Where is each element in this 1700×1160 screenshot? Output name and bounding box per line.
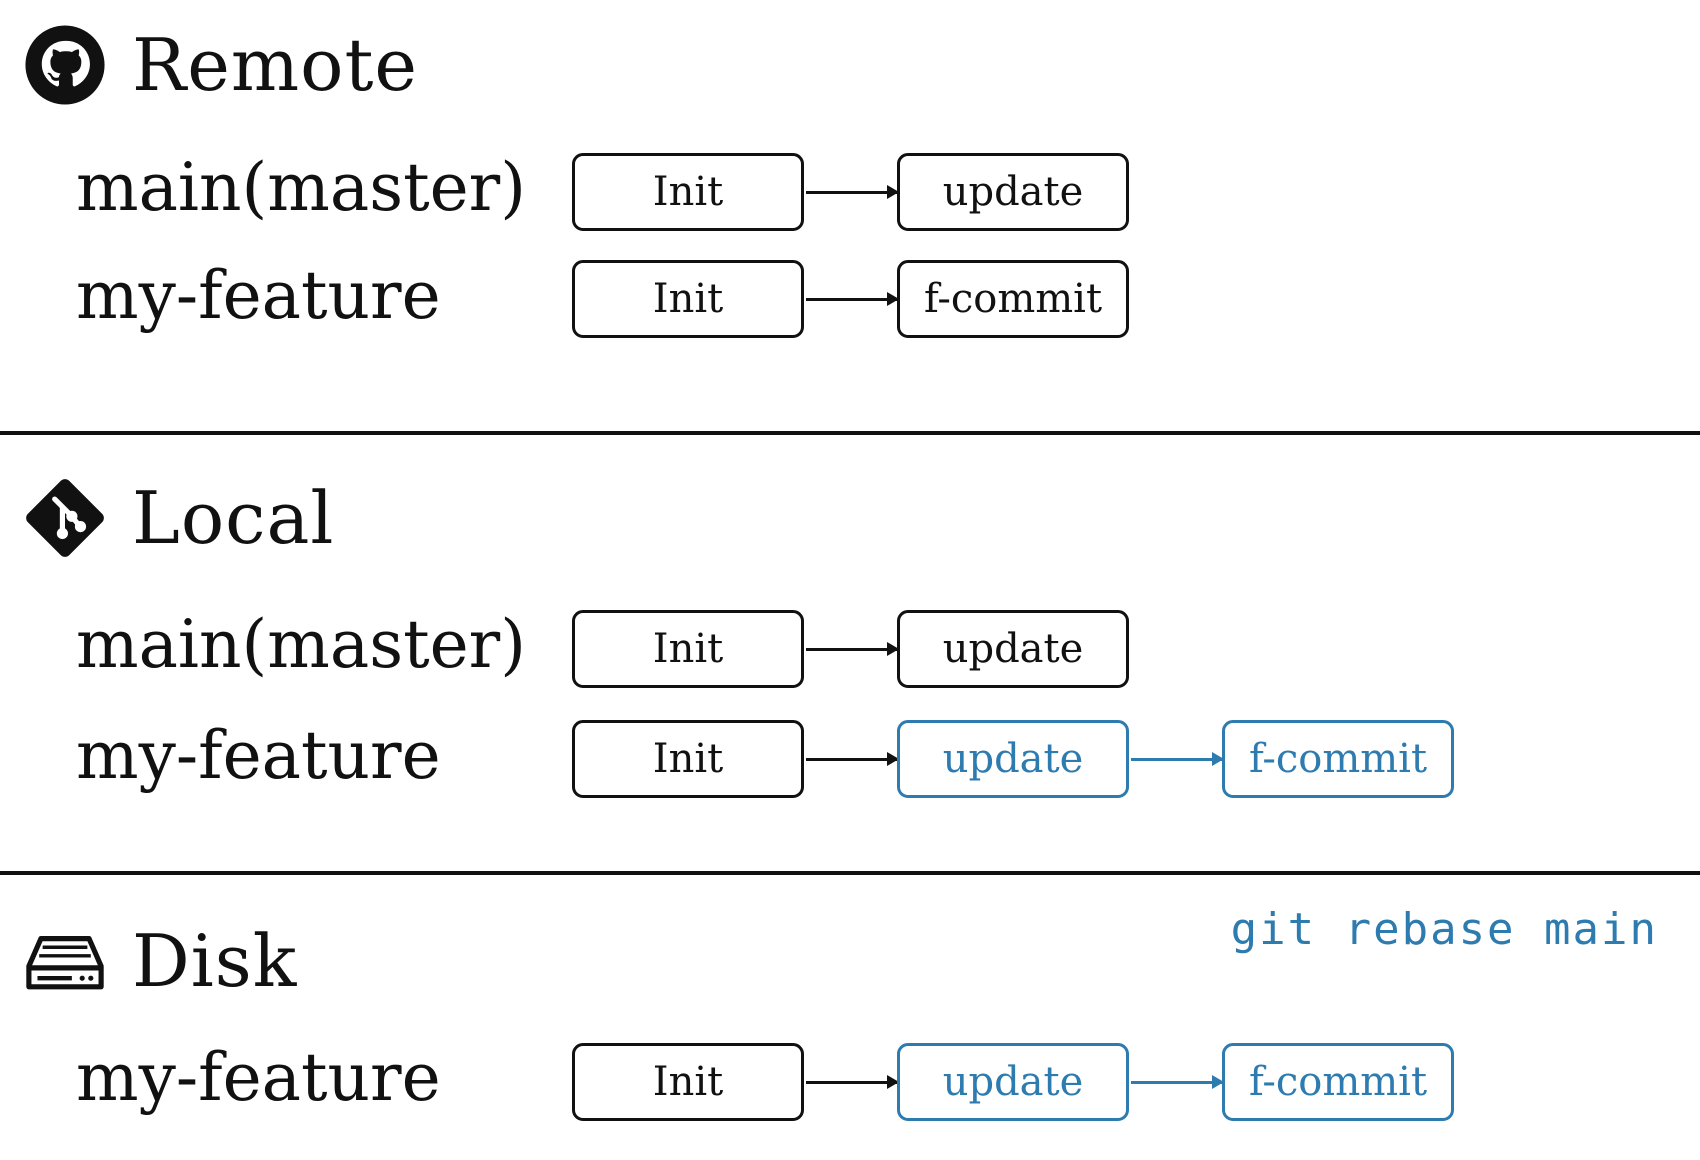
remote-main-commit-init: Init: [572, 153, 804, 231]
remote-feature-arrow-1: [806, 292, 899, 306]
disk-feature-arrow-1: [806, 1075, 899, 1089]
remote-branch-main-label: main(master): [76, 149, 526, 226]
remote-feature-commit-init: Init: [572, 260, 804, 338]
local-feature-commit-update: update: [897, 720, 1129, 798]
disk-feature-arrow-2: [1131, 1075, 1224, 1089]
disk-section-header: Disk: [22, 916, 297, 1006]
section-title-disk: Disk: [132, 919, 298, 1003]
local-feature-commit-init: Init: [572, 720, 804, 798]
disk-branch-feature-label: my-feature: [76, 1039, 441, 1116]
local-feature-arrow-1: [806, 752, 899, 766]
local-feature-arrow-2: [1131, 752, 1224, 766]
github-icon: [22, 22, 108, 108]
section-title-remote: Remote: [132, 23, 418, 107]
remote-main-arrow-1: [806, 185, 899, 199]
hard-drive-icon: [22, 918, 108, 1004]
remote-section-header: Remote: [22, 20, 418, 110]
section-title-local: Local: [132, 476, 335, 560]
local-main-arrow-1: [806, 642, 899, 656]
local-section-header: Local: [22, 473, 334, 563]
disk-feature-commit-fcommit: f-commit: [1222, 1043, 1454, 1121]
local-feature-commit-fcommit: f-commit: [1222, 720, 1454, 798]
section-divider-1: [0, 431, 1700, 435]
local-branch-main-label: main(master): [76, 606, 526, 683]
remote-main-commit-update: update: [897, 153, 1129, 231]
disk-feature-commit-update: update: [897, 1043, 1129, 1121]
remote-branch-feature-label: my-feature: [76, 257, 441, 334]
remote-feature-commit-fcommit: f-commit: [897, 260, 1129, 338]
local-main-commit-init: Init: [572, 610, 804, 688]
local-branch-feature-label: my-feature: [76, 717, 441, 794]
local-main-commit-update: update: [897, 610, 1129, 688]
git-icon: [22, 475, 108, 561]
disk-feature-commit-init: Init: [572, 1043, 804, 1121]
git-command-text: git rebase main: [1230, 904, 1658, 955]
section-divider-2: [0, 871, 1700, 875]
